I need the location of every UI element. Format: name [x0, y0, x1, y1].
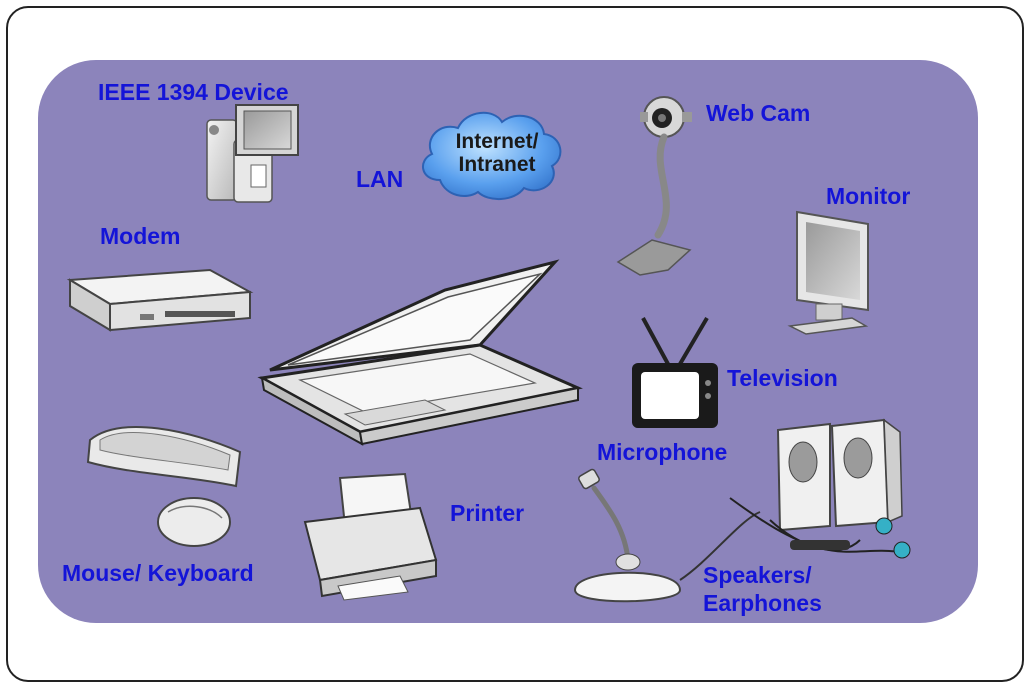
label-modem: Modem [100, 222, 181, 250]
speakers-icon [730, 420, 910, 558]
keyboard-icon [88, 427, 240, 486]
label-ieee-1394-device: IEEE 1394 Device [98, 78, 289, 106]
label-lan: LAN [356, 165, 403, 193]
label-monitor: Monitor [826, 182, 910, 210]
label-intranet-line: Intranet [433, 153, 561, 176]
label-speakers-line: Speakers/ [703, 561, 822, 589]
mouse-icon [158, 498, 230, 546]
modem-icon [70, 270, 250, 330]
label-web-cam: Web Cam [706, 99, 810, 127]
webcam-icon [618, 97, 692, 275]
label-microphone: Microphone [597, 438, 727, 466]
label-internet-line: Internet/ [433, 130, 561, 153]
monitor-icon [790, 212, 868, 334]
label-television: Television [727, 364, 838, 392]
printer-icon [305, 474, 436, 600]
camcorder-icon [207, 105, 298, 202]
laptop-icon [262, 262, 578, 444]
label-speakers-earphones: Speakers/ Earphones [703, 561, 822, 617]
label-printer: Printer [450, 499, 524, 527]
label-internet-intranet: Internet/ Intranet [433, 130, 561, 176]
label-earphones-line: Earphones [703, 589, 822, 617]
label-mouse-keyboard: Mouse/ Keyboard [62, 559, 254, 587]
television-icon [632, 318, 718, 428]
